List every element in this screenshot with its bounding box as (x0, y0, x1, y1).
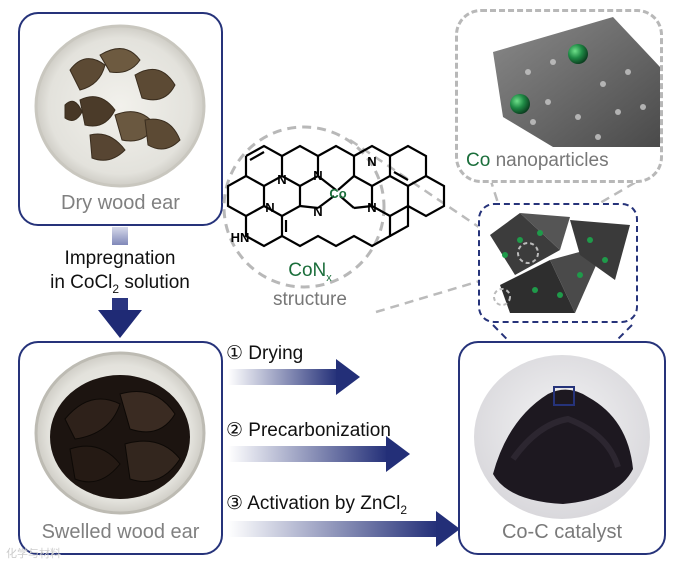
step-drying: ① Drying (226, 343, 304, 364)
caption-swelled-wood-ear: Swelled wood ear (41, 521, 200, 543)
impregnation-label: Impregnation in CoCl2 solution (0, 247, 240, 301)
svg-text:N: N (313, 168, 322, 183)
panel-swelled-wood-ear: Swelled wood ear (18, 341, 223, 555)
caption-co-c-catalyst: Co-C catalyst (501, 521, 623, 543)
nanoparticles-label: Co nanoparticles (466, 150, 609, 171)
impregnation-line1: Impregnation (64, 248, 176, 269)
svg-text:N: N (313, 204, 322, 219)
arrow-precarbonization (228, 436, 410, 472)
co-nanoparticle-1 (568, 44, 588, 64)
molecule-co-atom: Co (329, 186, 346, 201)
catalyst-powder-photo (474, 355, 650, 519)
panel-dry-wood-ear: Dry wood ear (18, 12, 223, 226)
nanoparticles-inset: Co nanoparticles (455, 9, 663, 183)
molecule-bonds (226, 144, 446, 248)
porous-carbon-pyramids (490, 213, 630, 313)
conx-label-structure: structure (273, 288, 347, 310)
impregnation-line2: in CoCl2 solution (50, 272, 190, 296)
arrow-drying (228, 359, 360, 395)
step-precarbonization: ② Precarbonization (226, 420, 391, 441)
conx-molecule: N N N N N N HN Co (226, 144, 446, 248)
conx-label-formula: CoNx (288, 260, 332, 284)
svg-text:N: N (367, 154, 376, 169)
svg-text:N: N (265, 200, 274, 215)
molecule-atom-labels: N N N N N N HN (231, 154, 377, 245)
conx-label: CoNx structure (255, 260, 365, 311)
svg-text:HN: HN (231, 230, 250, 245)
svg-text:N: N (367, 200, 376, 215)
watermark: 化学与材料 (6, 548, 61, 560)
step-activation: ③ Activation by ZnCl2 (226, 493, 408, 517)
dry-wood-ear-photo (34, 24, 206, 188)
down-arrow-stem-top (112, 227, 128, 245)
down-arrow-head (98, 310, 142, 338)
catalyst-zoom-square (553, 386, 575, 406)
swelled-wood-ear-photo (34, 351, 206, 515)
arrow-activation (228, 511, 460, 547)
down-arrow-stem (112, 298, 128, 310)
nanoparticle-surface (493, 17, 660, 147)
magnified-carbon-box (478, 203, 638, 323)
svg-text:N: N (277, 172, 286, 187)
caption-dry-wood-ear: Dry wood ear (61, 192, 180, 214)
co-nanoparticle-2 (510, 94, 530, 114)
panel-co-c-catalyst: Co-C catalyst (458, 341, 666, 555)
